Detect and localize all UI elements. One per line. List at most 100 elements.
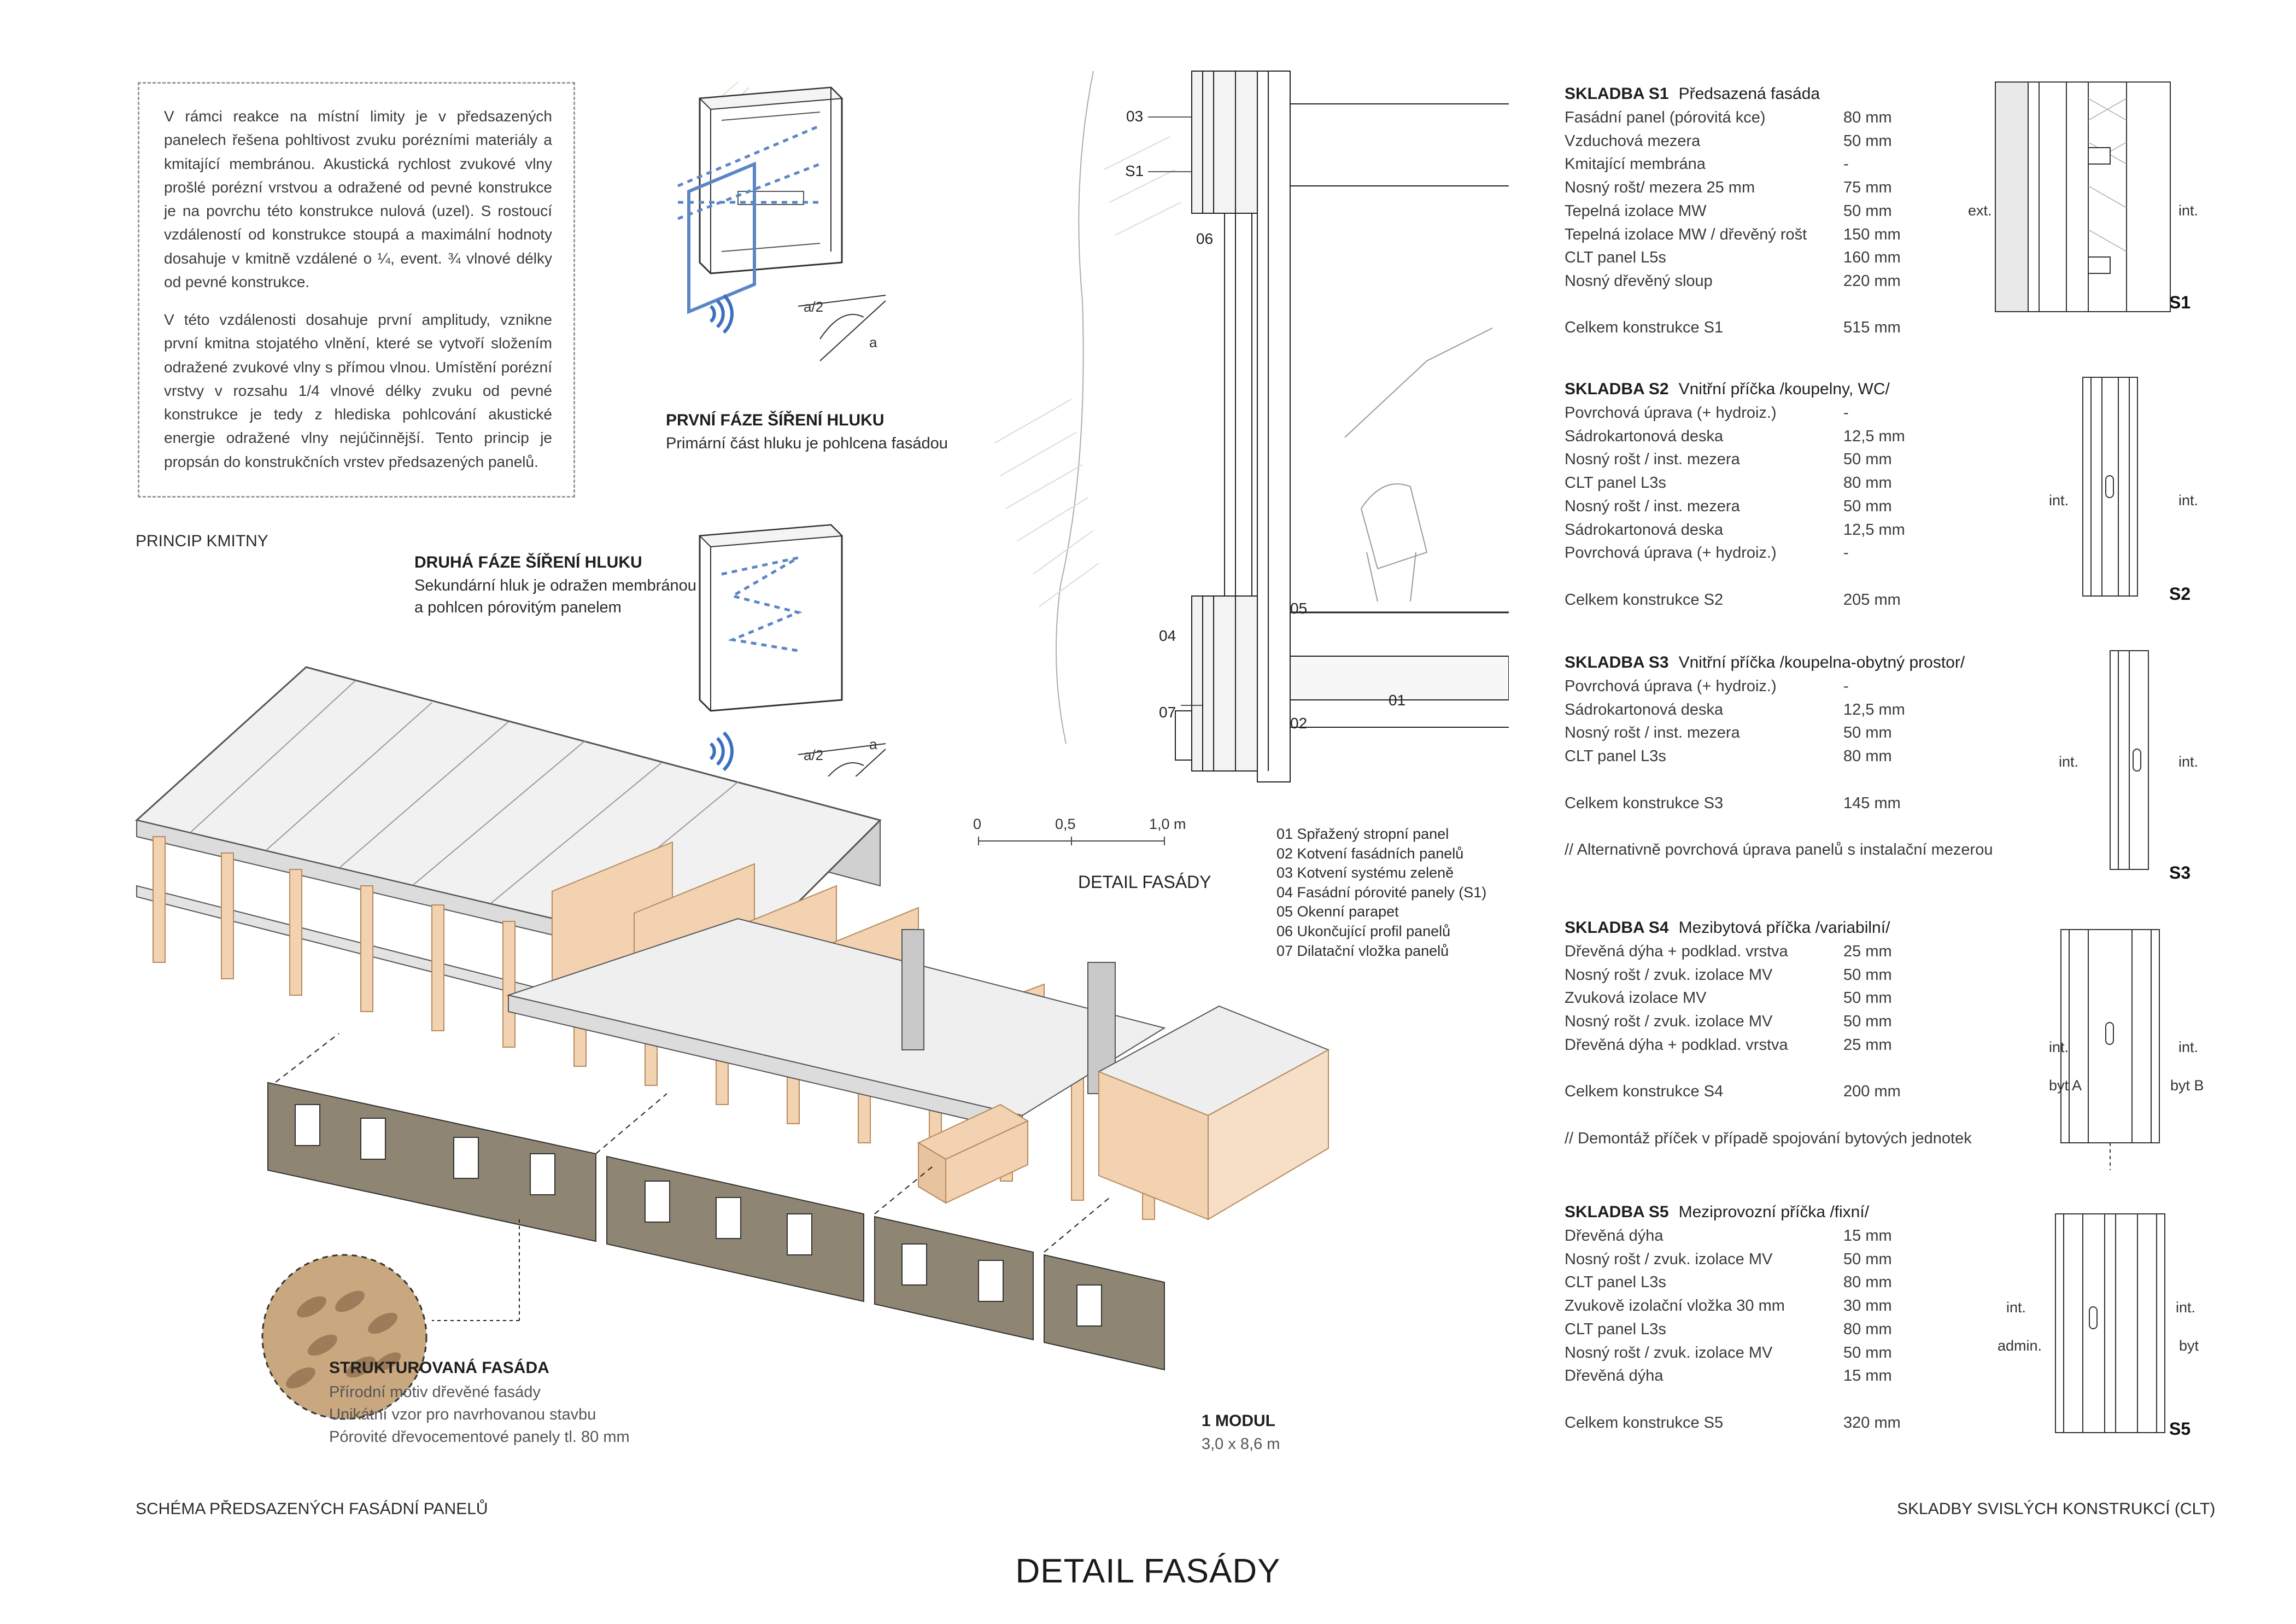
section-tag: S1	[2169, 293, 2191, 312]
callout-03: 03	[1126, 108, 1143, 125]
section-side-right: int.	[2178, 1039, 2199, 1055]
composition-layer-value: 50 mm	[1843, 966, 1892, 984]
composition-code: SKLADBA S3	[1565, 653, 1669, 671]
composition-layer-label: Nosný rošt/ mezera 25 mm	[1565, 179, 1755, 197]
composition-layer-value: 75 mm	[1843, 179, 1892, 197]
facade-info-line: Přírodní motiv dřevěné fasády	[329, 1383, 541, 1401]
callout-04: 04	[1159, 627, 1176, 644]
composition-layer-label: Povrchová úprava (+ hydroiz.)	[1565, 677, 1777, 695]
composition-layer-label: Povrchová úprava (+ hydroiz.)	[1565, 544, 1777, 562]
composition-layer-value: 50 mm	[1843, 451, 1892, 469]
composition-total-value: 145 mm	[1843, 794, 1901, 812]
composition-layer-value: 80 mm	[1843, 1320, 1892, 1338]
composition-layer-value: 12,5 mm	[1843, 521, 1905, 539]
section-side-right: int.	[2176, 1299, 2196, 1316]
callout-07: 07	[1159, 704, 1176, 721]
composition-layer-value: 15 mm	[1843, 1367, 1892, 1385]
composition-note: // Alternativně povrchová úprava panelů …	[1565, 840, 1993, 858]
composition-layer-value: 80 mm	[1843, 474, 1892, 492]
composition-layer-label: CLT panel L3s	[1565, 1320, 1666, 1338]
facade-info-line: Unikátní vzor pro navrhovanou stavbu	[329, 1406, 596, 1423]
detail-legend: 01 Spřažený stropní panel 02 Kotvení fas…	[1276, 825, 1486, 961]
intro-paragraph-2: V této vzdálenosti dosahuje první amplit…	[164, 311, 552, 470]
section-side-left: int.	[2059, 753, 2079, 770]
composition-total-label: Celkem konstrukce S5	[1565, 1413, 1724, 1432]
princip-label: PRINCIP KMITNY	[136, 532, 268, 550]
composition-total-value: 320 mm	[1843, 1413, 1901, 1432]
composition-layer-label: Nosný rošt / zvuk. izolace MV	[1565, 1250, 1773, 1268]
callout-s1: S1	[1125, 162, 1144, 179]
legend-item: 03 Kotvení systému zeleně	[1276, 864, 1454, 881]
callout-05: 05	[1290, 600, 1307, 617]
composition-layer-label: Sádrokartonová deska	[1565, 521, 1724, 539]
composition-layer-label: Tepelná izolace MW / dřevěný rošt	[1565, 225, 1807, 243]
sound-wave-icon	[709, 294, 734, 334]
acoustic-phase-diagrams: a/2 a a/2 a	[677, 81, 886, 776]
composition-layer-label: Nosný rošt / zvuk. izolace MV	[1565, 966, 1773, 984]
composition-layer-label: Dřevěná dýha + podklad. vrstva	[1565, 1036, 1788, 1054]
composition-total-label: Celkem konstrukce S1	[1565, 319, 1724, 337]
composition-code: SKLADBA S1	[1565, 85, 1669, 103]
facade-panels	[267, 1082, 1165, 1371]
callout-02: 02	[1290, 715, 1307, 732]
composition-layer-value: 80 mm	[1843, 109, 1892, 126]
caption-left: SCHÉMA PŘEDSAZENÝCH FASÁDNÍ PANELŮ	[136, 1500, 488, 1518]
composition-layer-label: Sádrokartonová deska	[1565, 700, 1724, 718]
composition-note: // Demontáž příček v případě spojování b…	[1565, 1129, 1972, 1147]
composition-total-label: Celkem konstrukce S3	[1565, 794, 1724, 812]
legend-item: 04 Fasádní pórovité panely (S1)	[1276, 884, 1487, 901]
composition-layer-value: 150 mm	[1843, 225, 1901, 243]
composition-layer-value: 12,5 mm	[1843, 427, 1905, 445]
composition-layer-label: Nosný rošt / zvuk. izolace MV	[1565, 1013, 1773, 1031]
section-sub-left: admin.	[1998, 1337, 2042, 1354]
intro-text-box: V rámci reakce na místní limity je v pře…	[138, 82, 575, 498]
composition-layer-value: 50 mm	[1843, 724, 1892, 742]
composition-layer-value: -	[1843, 404, 1849, 422]
section-side-left: int.	[2049, 492, 2069, 509]
composition-layer-value: 50 mm	[1843, 1013, 1892, 1031]
composition-layer-label: Fasádní panel (pórovitá kce)	[1565, 109, 1766, 126]
composition-code: SKLADBA S5	[1565, 1203, 1669, 1221]
module-size: 3,0 x 8,6 m	[1202, 1435, 1280, 1453]
composition-layer-label: Dřevěná dýha	[1565, 1367, 1664, 1385]
legend-item: 06 Ukončující profil panelů	[1276, 922, 1451, 939]
phase1-title: PRVNÍ FÁZE ŠÍŘENÍ HLUKU	[666, 411, 885, 429]
composition-layer-value: 50 mm	[1843, 132, 1892, 150]
caption-right: SKLADBY SVISLÝCH KONSTRUKCÍ (CLT)	[1897, 1500, 2216, 1518]
composition-layer-label: CLT panel L3s	[1565, 747, 1666, 766]
section-s2	[2082, 377, 2138, 597]
composition-layer-value: -	[1843, 544, 1849, 562]
scale-10: 1,0 m	[1149, 816, 1186, 832]
composition-layer-label: Povrchová úprava (+ hydroiz.)	[1565, 404, 1777, 422]
composition-sections	[1995, 81, 2171, 1433]
composition-total-value: 200 mm	[1843, 1083, 1901, 1101]
section-s5	[2055, 1213, 2165, 1433]
composition-layer-label: Vzduchová mezera	[1565, 132, 1701, 150]
section-s3	[2110, 650, 2149, 870]
section-s1	[1995, 81, 2171, 312]
section-side-right: int.	[2178, 202, 2199, 219]
phase1-text: Primární část hluku je pohlcena fasádou	[666, 435, 948, 452]
composition-layer-label: Dřevěná dýha	[1565, 1227, 1664, 1245]
scale-bar: 0 0,5 1,0 m	[973, 816, 1186, 845]
section-sub-right: byt B	[2170, 1077, 2204, 1094]
composition-name: Mezibytová příčka /variabilní/	[1678, 919, 1890, 937]
section-side-left: int.	[2049, 1039, 2069, 1055]
composition-layer-value: 80 mm	[1843, 1274, 1892, 1292]
section-tag: S5	[2169, 1419, 2191, 1439]
composition-layer-value: 160 mm	[1843, 249, 1901, 267]
composition-layer-value: 15 mm	[1843, 1227, 1892, 1245]
page-title: DETAIL FASÁDY	[1015, 1552, 1281, 1590]
phase1-a2: a/2	[804, 299, 823, 315]
composition-layer-label: Nosný rošt / inst. mezera	[1565, 497, 1740, 515]
composition-code: SKLADBA S2	[1565, 380, 1669, 398]
composition-layer-value: 220 mm	[1843, 272, 1901, 290]
composition-layer-label: Nosný rošt / inst. mezera	[1565, 724, 1740, 742]
facade-info-line: Pórovité dřevocementové panely tl. 80 mm	[329, 1428, 630, 1446]
composition-layer-value: 80 mm	[1843, 747, 1892, 766]
legend-item: 07 Dilatační vložka panelů	[1276, 942, 1449, 959]
